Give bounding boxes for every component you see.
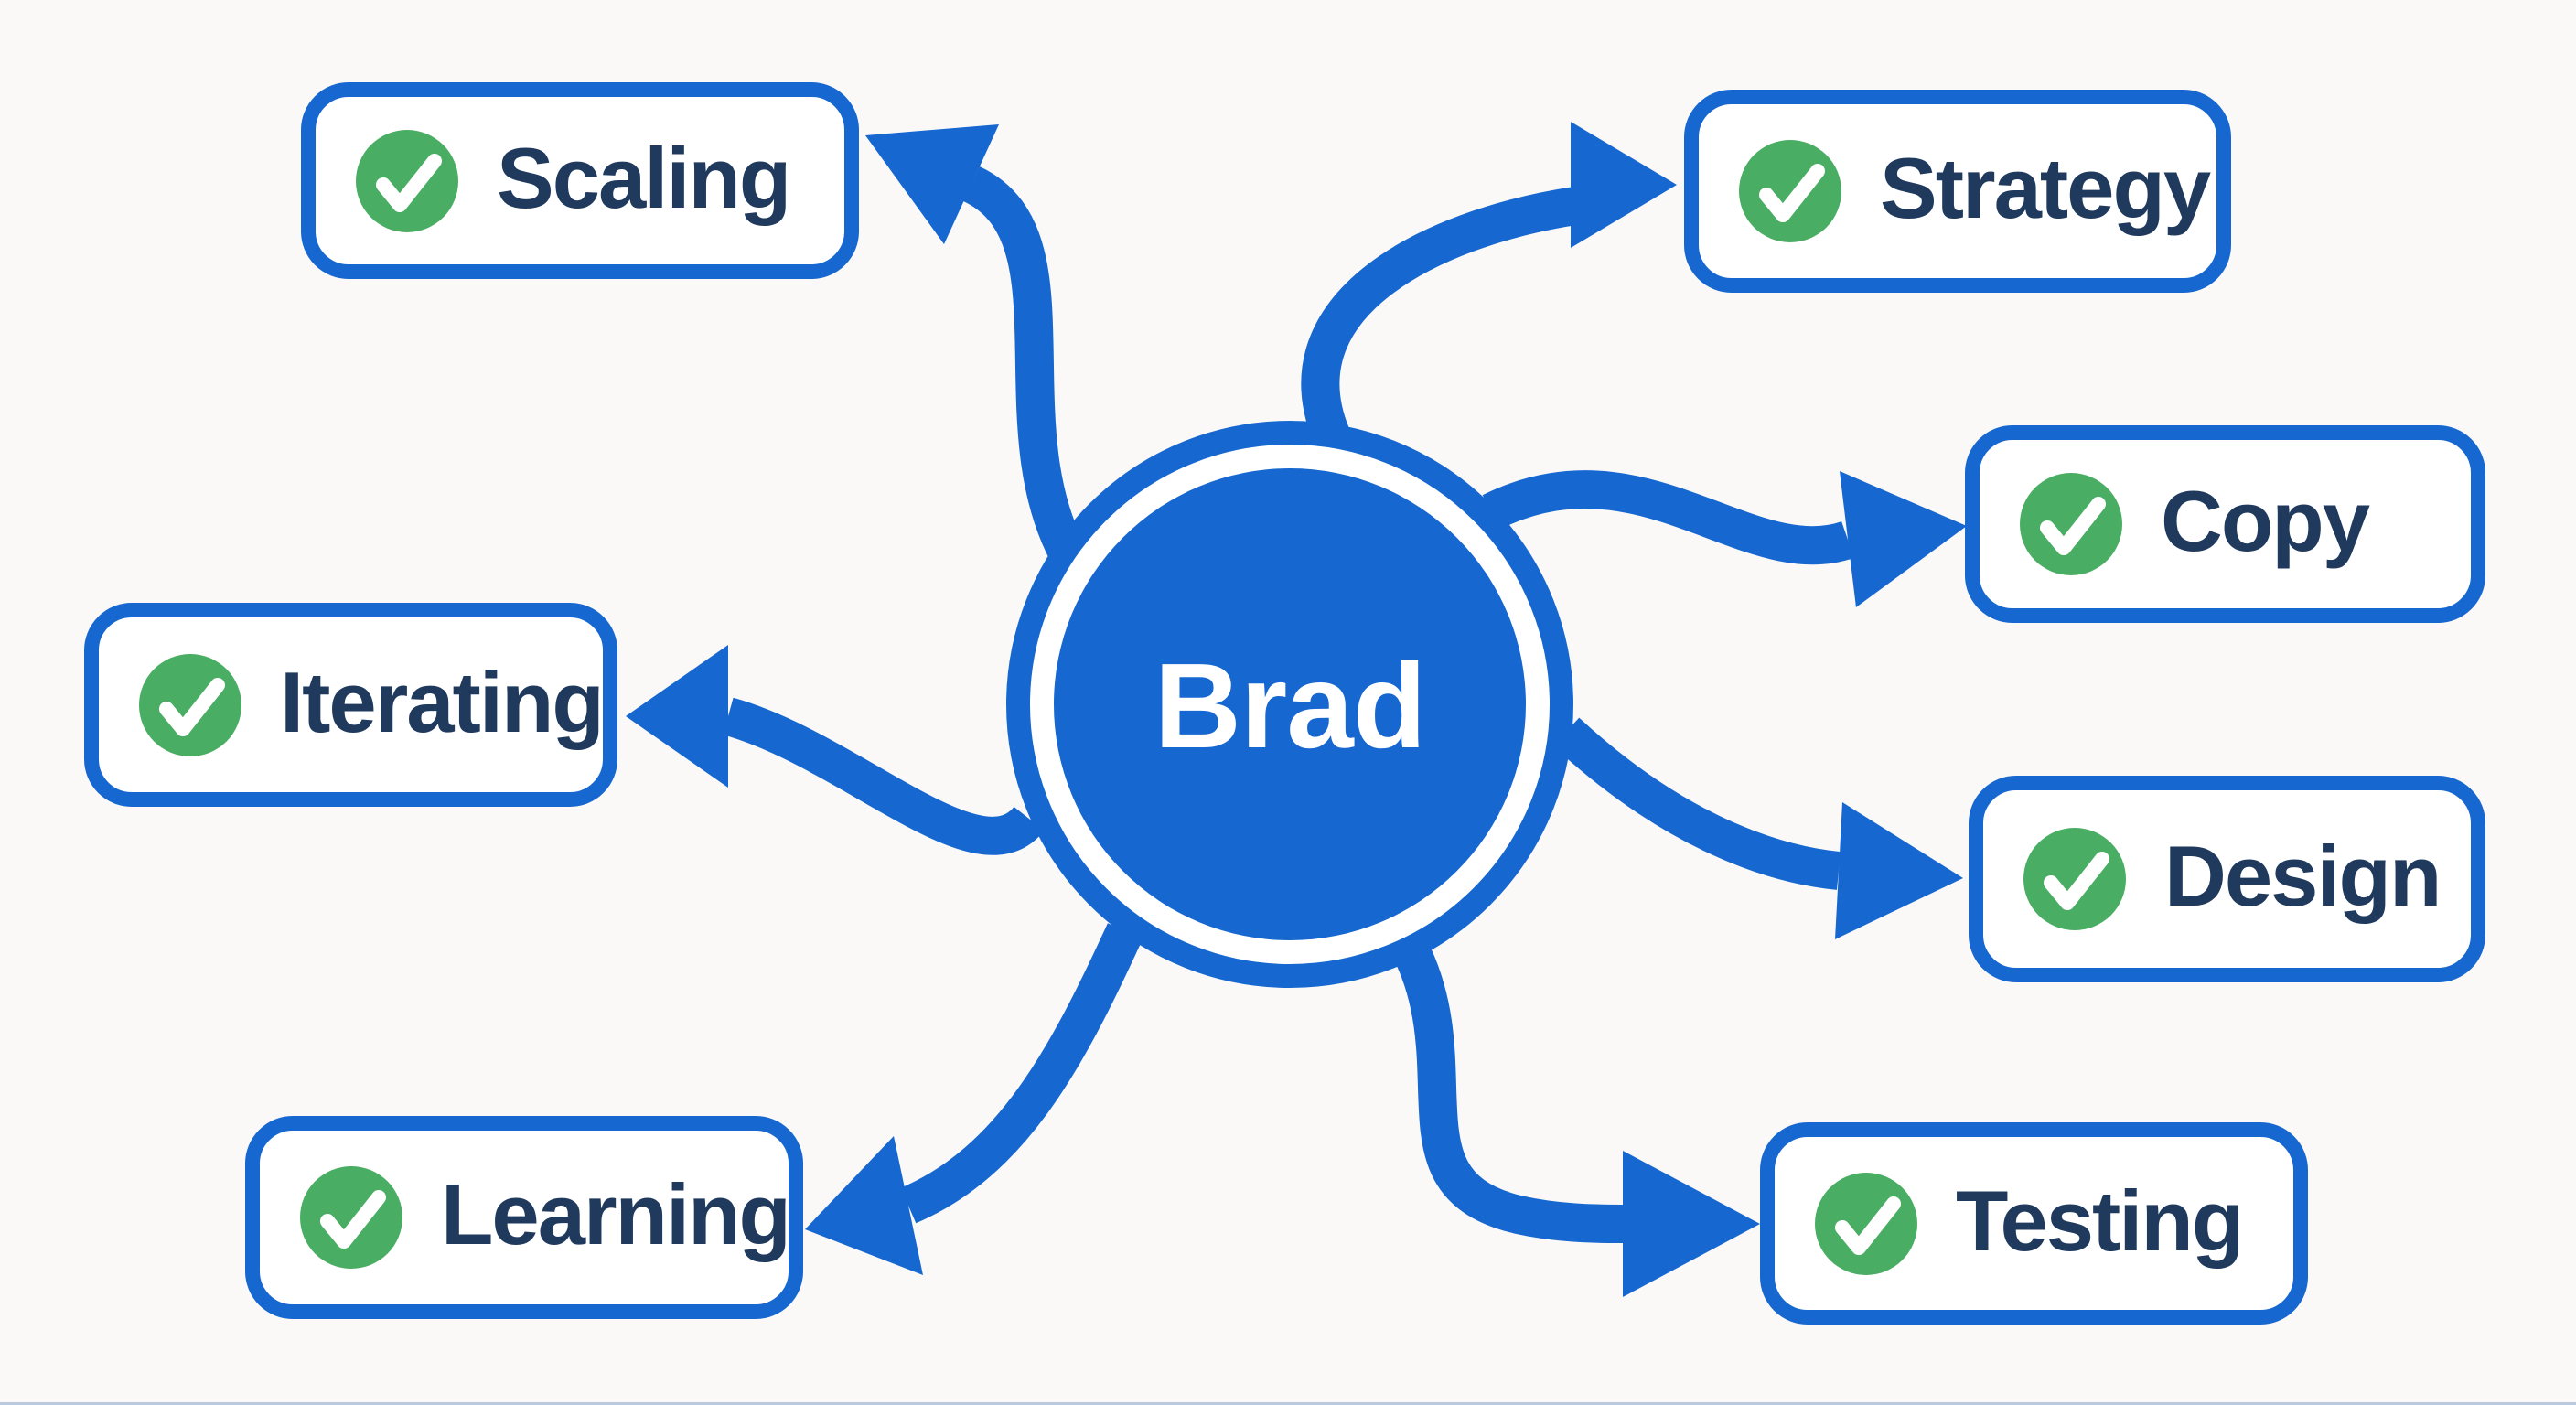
node-label: Iterating: [280, 653, 605, 750]
node-iterating: Iterating: [84, 603, 617, 807]
arrow-testing-shaft: [1395, 948, 1624, 1243]
hub-label: Brad: [1154, 638, 1426, 773]
arrow-iterating-head: [626, 645, 728, 788]
node-label: Scaling: [497, 129, 791, 226]
node-strategy: Strategy: [1684, 90, 2231, 293]
arrow-learning-shaft: [900, 923, 1143, 1224]
arrow-design-shaft: [1552, 717, 1841, 890]
check-icon: [300, 1166, 402, 1269]
hub-disc: [1054, 468, 1526, 940]
bottom-edge-line: [0, 1402, 2576, 1405]
hub-inner-white-ring: [1030, 445, 1550, 964]
arrow-copy-head: [1840, 471, 1967, 607]
check-icon: [2020, 473, 2122, 575]
arrow-learning-head: [805, 1136, 923, 1275]
node-copy: Copy: [1965, 425, 2485, 623]
arrow-scaling-shaft: [962, 166, 1083, 558]
check-icon: [1815, 1172, 1917, 1275]
node-design: Design: [1969, 776, 2485, 982]
check-icon: [139, 653, 242, 756]
node-label: Learning: [441, 1166, 791, 1262]
arrow-iterating-shaft: [723, 697, 1045, 855]
hub-outer-ring: [1006, 421, 1573, 988]
node-learning: Learning: [245, 1116, 803, 1319]
arrow-strategy-head: [1571, 122, 1677, 248]
node-label: Strategy: [1880, 140, 2211, 236]
check-icon: [2023, 828, 2126, 930]
arrow-scaling-head: [865, 124, 999, 244]
arrow-design-head: [1835, 802, 1963, 939]
check-icon: [1739, 140, 1841, 242]
node-testing: Testing: [1760, 1122, 2308, 1325]
arrow-copy-shaft: [1482, 470, 1854, 565]
node-label: Copy: [2161, 473, 2370, 569]
node-label: Testing: [1956, 1172, 2244, 1269]
node-label: Design: [2164, 828, 2442, 924]
arrow-strategy-shaft: [1301, 187, 1579, 442]
arrow-testing-head: [1623, 1151, 1760, 1297]
check-icon: [356, 129, 458, 232]
node-scaling: Scaling: [301, 82, 859, 279]
